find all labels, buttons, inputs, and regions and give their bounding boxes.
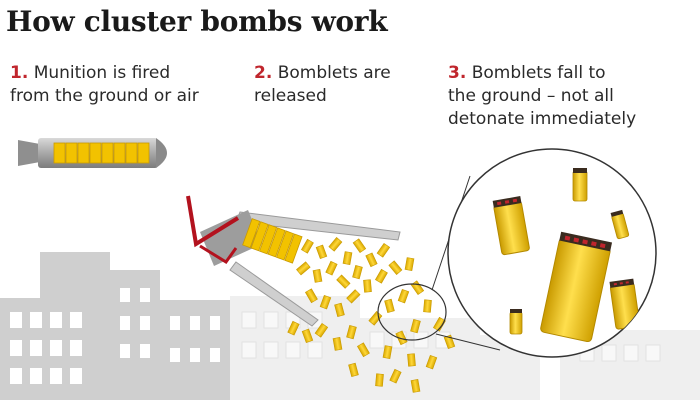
zoom-line-bottom bbox=[435, 333, 501, 351]
page-title: How cluster bombs work bbox=[6, 5, 388, 38]
step-text-line2: released bbox=[254, 86, 327, 106]
buildings-background bbox=[0, 252, 700, 400]
opening-munition-icon bbox=[186, 195, 401, 327]
step-3-caption: 3. Bomblets fall to the ground – not all… bbox=[448, 62, 688, 131]
bomblets-in-munition bbox=[53, 142, 150, 164]
zoom-source-circle bbox=[377, 283, 447, 341]
tiny-bomblet-upper-right bbox=[610, 209, 630, 240]
medium-bomblet bbox=[492, 196, 530, 256]
step-number: 2. bbox=[254, 63, 273, 83]
munition-icon bbox=[18, 138, 167, 168]
tiny-bomblet-top bbox=[572, 168, 588, 202]
step-1-caption: 1. Munition is fired from the ground or … bbox=[10, 62, 230, 108]
magnified-view bbox=[447, 148, 657, 358]
tiny-bomblet-lower-left bbox=[509, 309, 523, 335]
step-text-line1: Bomblets are bbox=[277, 63, 391, 83]
step-text-line2: the ground – not all bbox=[448, 86, 614, 106]
step-text-line1: Munition is fired bbox=[33, 63, 171, 83]
step-number: 1. bbox=[10, 63, 29, 83]
step-text-line3: detonate immediately bbox=[448, 109, 637, 129]
falling-bomblets bbox=[287, 237, 456, 393]
small-bomblet-right bbox=[609, 278, 641, 330]
step-2-caption: 2. Bomblets are released bbox=[254, 62, 434, 108]
step-text-line1: Bomblets fall to bbox=[471, 63, 606, 83]
large-bomblet bbox=[540, 231, 613, 343]
step-text-line2: from the ground or air bbox=[10, 86, 199, 106]
step-number: 3. bbox=[448, 63, 467, 83]
